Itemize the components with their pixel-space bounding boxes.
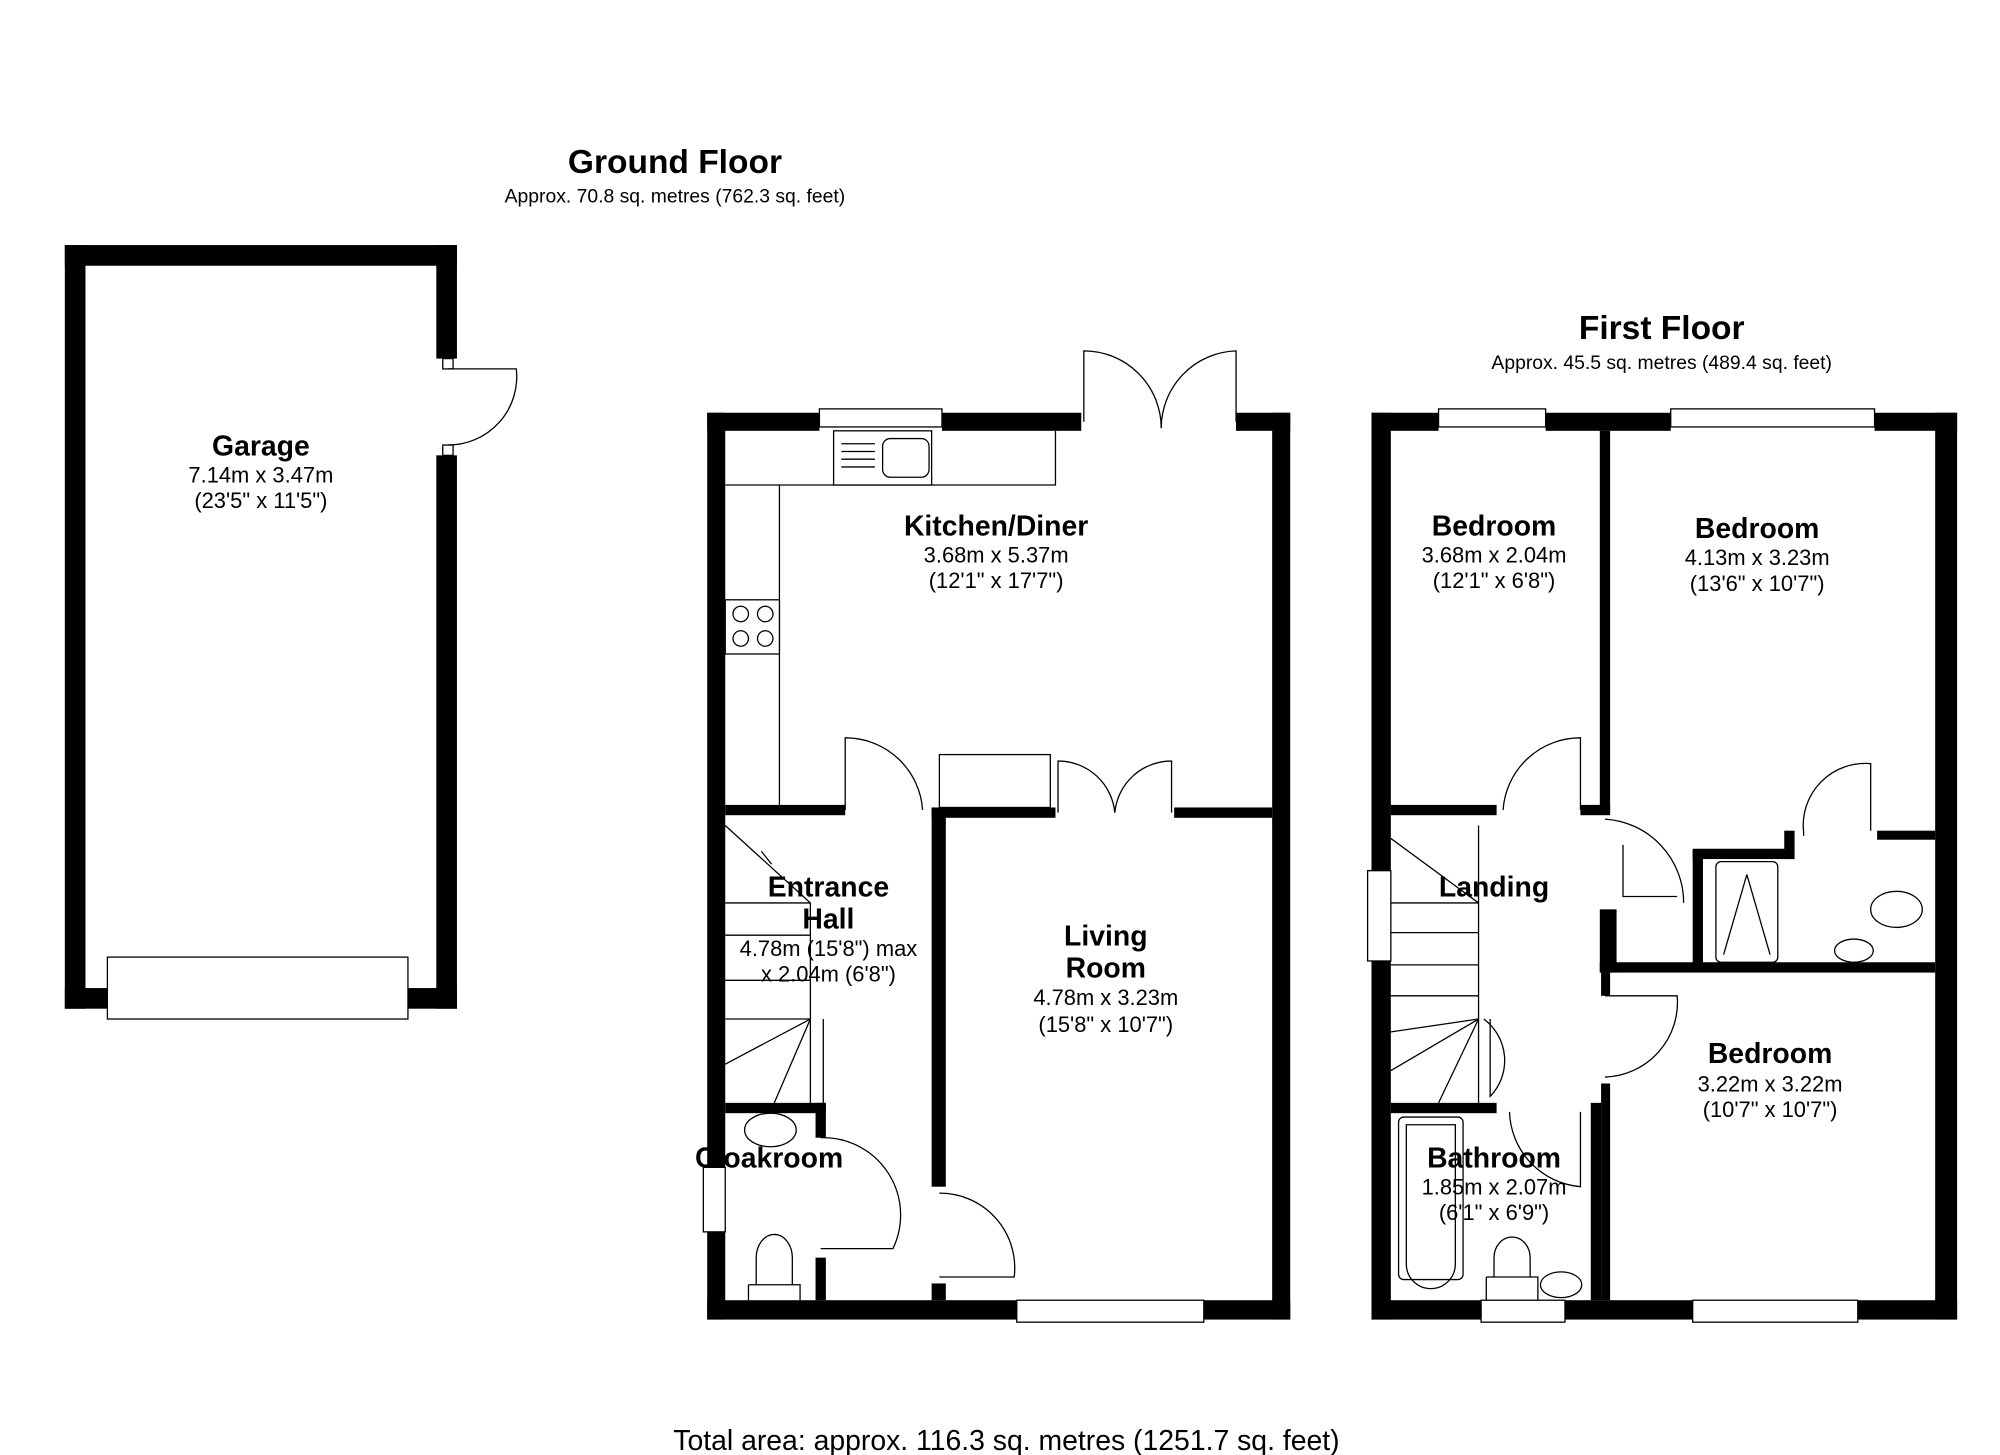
window (818, 408, 943, 428)
first-floor-title: First Floor (1579, 310, 1745, 347)
room-label-living-room: Living Room 4.78m x 3.23m (15'8" x 10'7"… (1033, 920, 1178, 1036)
room-label-garage: Garage 7.14m x 3.47m (23'5" x 11'5") (188, 430, 333, 513)
room-label-bedroom-a: Bedroom 3.68m x 2.04m (12'1" x 6'8") (1422, 510, 1567, 593)
room-label-landing: Landing (1439, 871, 1549, 903)
room-label-bedroom-b: Bedroom 4.13m x 3.23m (13'6" x 10'7") (1685, 513, 1830, 596)
french-doors (1083, 350, 1237, 429)
room-dimensions-metric: 3.68m x 5.37m (924, 542, 1069, 567)
ground-floor-area: Approx. 70.8 sq. metres (762.3 sq. feet) (505, 186, 846, 208)
garage-plan (64, 245, 518, 1020)
room-name: Garage (212, 430, 310, 462)
room-name: Bedroom (1708, 1038, 1832, 1070)
room-name: Entrance (768, 871, 889, 903)
room-name: Room (1066, 953, 1146, 985)
room-dimensions-imperial: (23'5" x 11'5") (194, 488, 327, 513)
room-dimensions-imperial: x 2.04m (6'8") (761, 962, 896, 987)
total-area: Total area: approx. 116.3 sq. metres (12… (673, 1425, 1339, 1455)
room-dimensions-metric: 1.85m x 2.07m (1422, 1174, 1567, 1199)
garage-door (106, 956, 409, 1020)
window (702, 1166, 726, 1233)
room-label-bathroom: Bathroom 1.85m x 2.07m (6'1" x 6'9") (1422, 1142, 1567, 1225)
room-name: Bathroom (1427, 1142, 1561, 1174)
staircase (1390, 825, 1506, 1104)
window (1366, 870, 1392, 962)
room-dimensions-metric: 7.14m x 3.47m (188, 462, 333, 487)
window (1016, 1299, 1205, 1323)
window (1437, 408, 1547, 428)
room-label-bedroom-c: Bedroom 3.22m x 3.22m (10'7" x 10'7") (1698, 1038, 1843, 1122)
room-name: Bedroom (1695, 513, 1819, 545)
room-dimensions-metric: 4.78m x 3.23m (1033, 985, 1178, 1010)
room-name: Kitchen/Diner (904, 510, 1088, 542)
room-dimensions-metric: 4.78m (15'8") max (740, 936, 918, 961)
room-dimensions-imperial: (13'6" x 10'7") (1690, 571, 1825, 596)
room-dimensions-imperial: (10'7" x 10'7") (1703, 1097, 1838, 1122)
window (1670, 408, 1876, 428)
room-label-entrance-hall: Entrance Hall 4.78m (15'8") max x 2.04m … (740, 871, 918, 986)
room-label-cloakroom: Cloakroom (695, 1142, 843, 1174)
room-dimensions-imperial: (12'1" x 17'7") (929, 568, 1064, 593)
side-door (442, 357, 518, 456)
ground-floor-title: Ground Floor (568, 144, 782, 181)
room-dimensions-imperial: (15'8" x 10'7") (1038, 1012, 1173, 1037)
room-dimensions-metric: 3.22m x 3.22m (1698, 1071, 1843, 1096)
window (1480, 1299, 1566, 1323)
room-name: Bedroom (1432, 510, 1556, 542)
room-dimensions-imperial: (12'1" x 6'8") (1433, 568, 1556, 593)
window (1692, 1299, 1859, 1323)
room-dimensions-imperial: (6'1" x 6'9") (1439, 1200, 1549, 1225)
first-floor-area: Approx. 45.5 sq. metres (489.4 sq. feet) (1491, 352, 1832, 374)
first-floor-plan (1366, 408, 1958, 1323)
room-dimensions-metric: 4.13m x 3.23m (1685, 545, 1830, 570)
room-dimensions-metric: 3.68m x 2.04m (1422, 542, 1567, 567)
room-name: Hall (802, 904, 854, 936)
room-label-kitchen: Kitchen/Diner 3.68m x 5.37m (12'1" x 17'… (904, 510, 1088, 593)
room-name: Living (1064, 920, 1148, 952)
ground-floor-plan (702, 350, 1291, 1323)
staircase (724, 825, 824, 1104)
